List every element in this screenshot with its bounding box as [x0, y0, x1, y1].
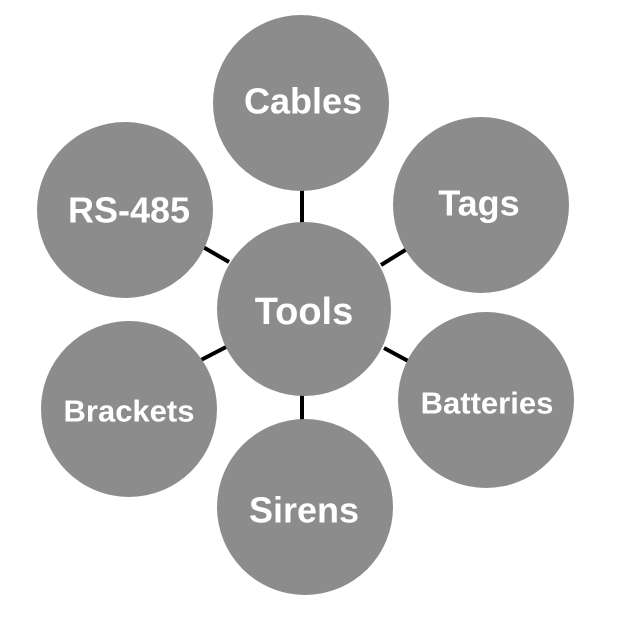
connector-tags	[379, 247, 409, 267]
node-tags: Tags	[393, 117, 569, 293]
node-tools: Tools	[217, 222, 391, 396]
node-brackets: Brackets	[41, 321, 217, 497]
node-cables-label: Cables	[244, 81, 362, 122]
connector-rs485	[202, 245, 230, 264]
node-sirens: Sirens	[217, 419, 393, 595]
connector-batteries	[383, 346, 411, 364]
node-rs485: RS-485	[37, 122, 213, 298]
node-tags-label: Tags	[438, 183, 519, 224]
node-batteries: Batteries	[398, 312, 574, 488]
node-tools-label: Tools	[255, 291, 354, 333]
node-batteries-label: Batteries	[421, 386, 554, 421]
node-brackets-label: Brackets	[64, 394, 195, 429]
connector-brackets	[200, 344, 229, 362]
node-sirens-label: Sirens	[249, 490, 359, 531]
node-cables: Cables	[213, 15, 389, 191]
node-rs485-label: RS-485	[68, 190, 190, 231]
